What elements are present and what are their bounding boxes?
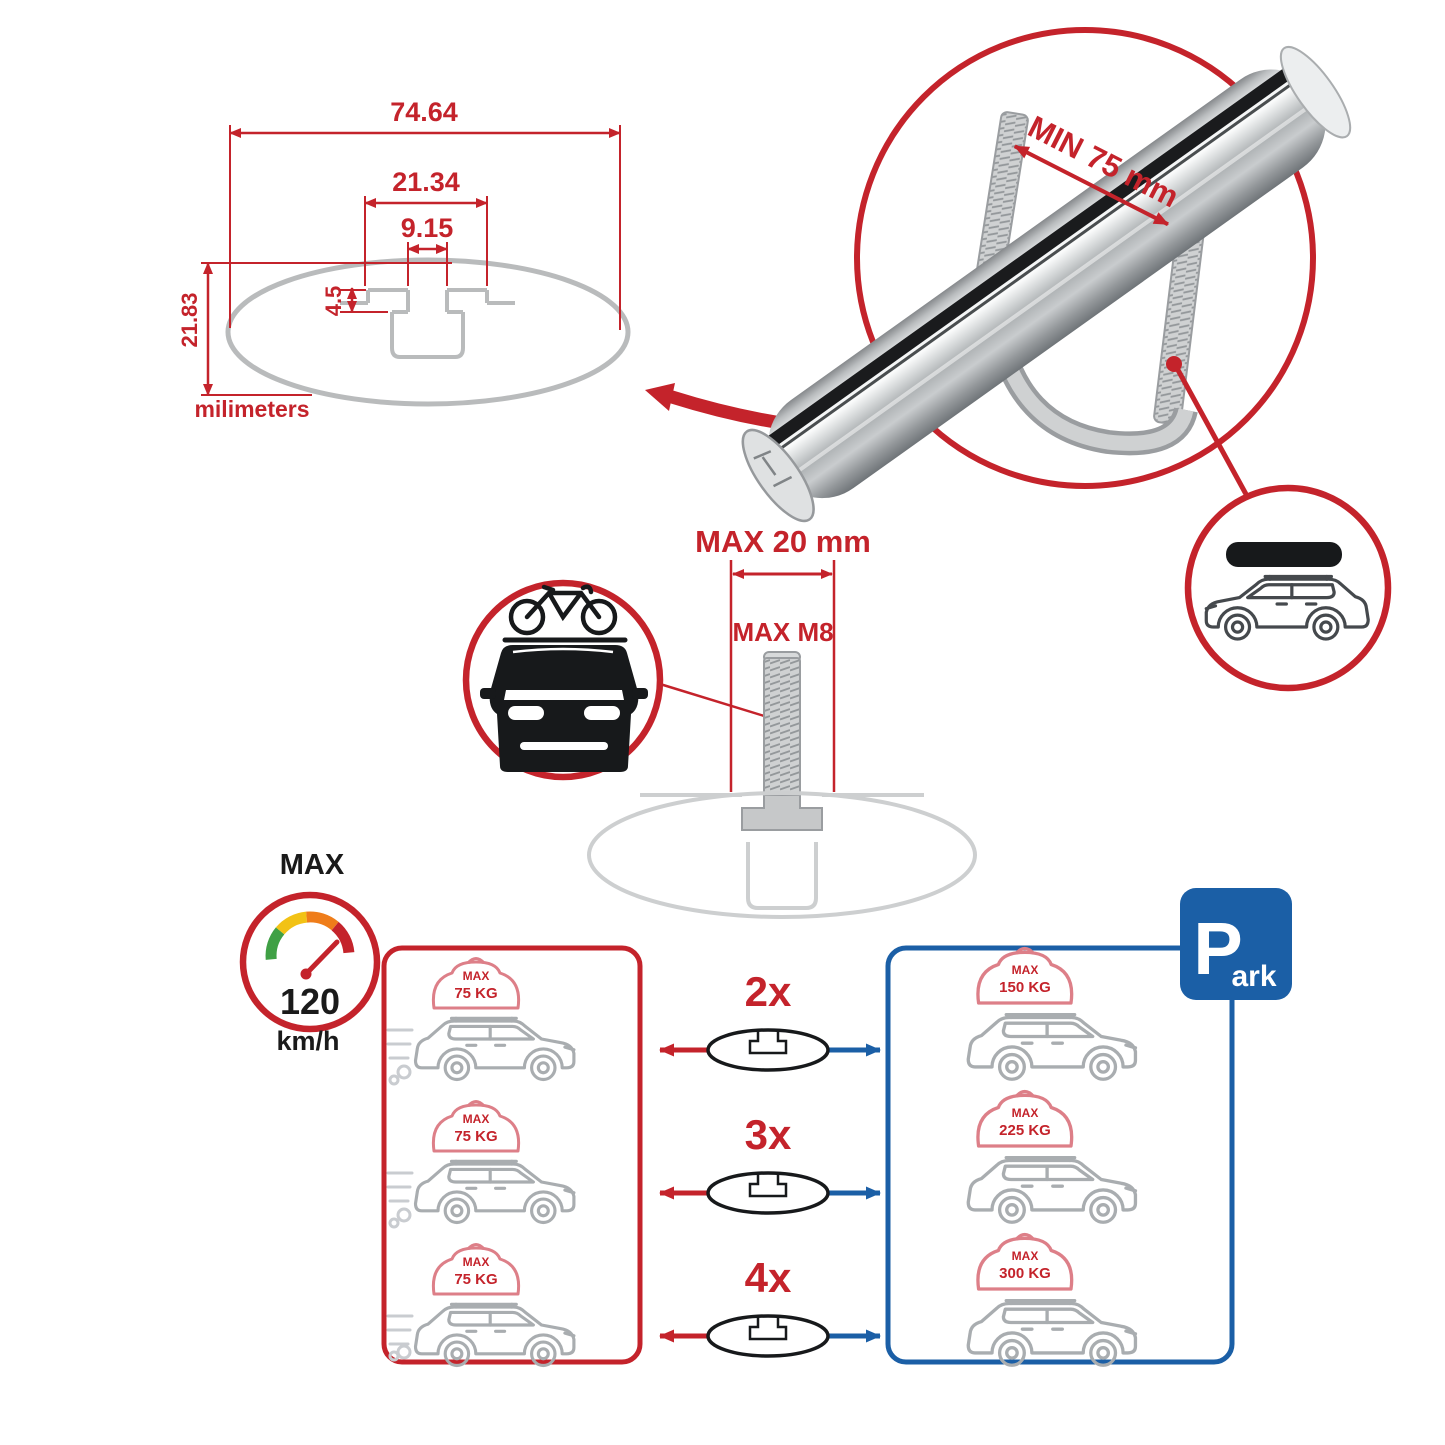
multiplier-label: 2x xyxy=(745,968,792,1015)
quantity-row: 4x xyxy=(659,1254,881,1358)
cargo-weight: 150 KG xyxy=(999,979,1051,996)
park-sign-ark: ark xyxy=(1231,960,1276,993)
cargo-weight: 225 KG xyxy=(999,1122,1051,1139)
callout-line xyxy=(1175,368,1250,498)
crossbar-cross-section xyxy=(225,257,631,407)
crossbar-icon xyxy=(706,1314,830,1358)
speed-value: 120 xyxy=(280,981,340,1022)
car-front-icon xyxy=(480,645,648,772)
bolt-spec: MAX 20 mm MAX M8 xyxy=(587,524,977,919)
parked-car-row: MAX 300 KG xyxy=(966,1232,1138,1367)
motion-lines xyxy=(386,1171,414,1229)
motion-lines xyxy=(386,1028,414,1086)
units-label: milimeters xyxy=(194,396,309,422)
bolt-max-thread-label: MAX M8 xyxy=(732,617,833,647)
gauge-arc xyxy=(265,911,355,960)
multiplier-label: 3x xyxy=(745,1111,792,1158)
parked-car-row: MAX 150 KG xyxy=(966,946,1138,1081)
cargo-weight: 75 KG xyxy=(454,1128,497,1145)
ghost-cross-section xyxy=(587,791,977,919)
gauge-needle xyxy=(303,939,340,977)
aluminum-crossbar xyxy=(741,45,1352,523)
bike-car-circle xyxy=(462,579,664,781)
dim-slot-width-label: 9.15 xyxy=(401,213,454,243)
cargo-max-label: MAX xyxy=(1012,1106,1039,1120)
park-sign-p: P xyxy=(1193,907,1242,990)
cargo-max-label: MAX xyxy=(1012,1249,1039,1263)
detail-circle-outline xyxy=(854,27,1316,489)
speed-max-label: MAX xyxy=(280,849,345,881)
dim-total-width-label: 74.64 xyxy=(390,97,458,127)
dim-total-height-label: 21.83 xyxy=(177,292,202,347)
bar-quantity-rows: 2x 3x 4x xyxy=(659,968,881,1358)
roof-box xyxy=(1226,542,1342,567)
driving-car-row: MAX 75 KG xyxy=(386,1243,576,1368)
driving-car-row: MAX 75 KG xyxy=(386,957,576,1086)
dim-slot-width: 9.15 xyxy=(401,213,454,286)
dim-boss-width: 21.34 xyxy=(364,167,488,286)
profile-dimension-diagram: 74.64 21.34 9.15 4.5 21.83 xyxy=(177,97,631,422)
motion-lines xyxy=(386,1314,414,1362)
dim-boss-width-label: 21.34 xyxy=(392,167,460,197)
driving-load-panel: MAX 75 KG MAX 75 KG MAX 75 KG xyxy=(381,945,643,1368)
dim-total-width: 74.64 xyxy=(229,97,621,330)
driving-car-row: MAX 75 KG xyxy=(386,1100,576,1229)
parked-load-panel: MAX 150 KG MAX 225 KG MAX 300 KG xyxy=(885,945,1235,1367)
park-sign: P ark xyxy=(1180,888,1292,1000)
quantity-row: 3x xyxy=(659,1111,881,1215)
bolt-callout-line xyxy=(659,682,775,721)
dim-boss-height: 4.5 xyxy=(321,286,388,316)
speed-limit-gauge: MAX 120 km/h xyxy=(239,849,381,1056)
bar-detail-circle: MIN 75 mm xyxy=(741,27,1352,523)
crossbar-icon xyxy=(706,1171,830,1215)
cargo-max-label: MAX xyxy=(1012,963,1039,977)
threaded-bolt xyxy=(741,651,823,831)
multiplier-label: 4x xyxy=(745,1254,792,1301)
parked-car-row: MAX 225 KG xyxy=(966,1089,1138,1224)
t-slot-profile xyxy=(340,288,515,359)
cargo-max-label: MAX xyxy=(463,1255,490,1269)
cargo-weight: 75 KG xyxy=(454,1271,497,1288)
callout-dot xyxy=(1166,356,1182,372)
dim-total-height: 21.83 xyxy=(177,262,452,396)
cargo-weight: 75 KG xyxy=(454,985,497,1002)
cargo-max-label: MAX xyxy=(463,1112,490,1126)
bolt-max-length-label: MAX 20 mm xyxy=(695,524,871,559)
crossbar-icon xyxy=(706,1028,830,1072)
roofbox-car-circle xyxy=(1184,484,1392,692)
bike-icon xyxy=(502,584,628,643)
cargo-max-label: MAX xyxy=(463,969,490,983)
speed-unit: km/h xyxy=(276,1026,339,1056)
quantity-row: 2x xyxy=(659,968,881,1072)
cargo-weight: 300 KG xyxy=(999,1265,1051,1282)
